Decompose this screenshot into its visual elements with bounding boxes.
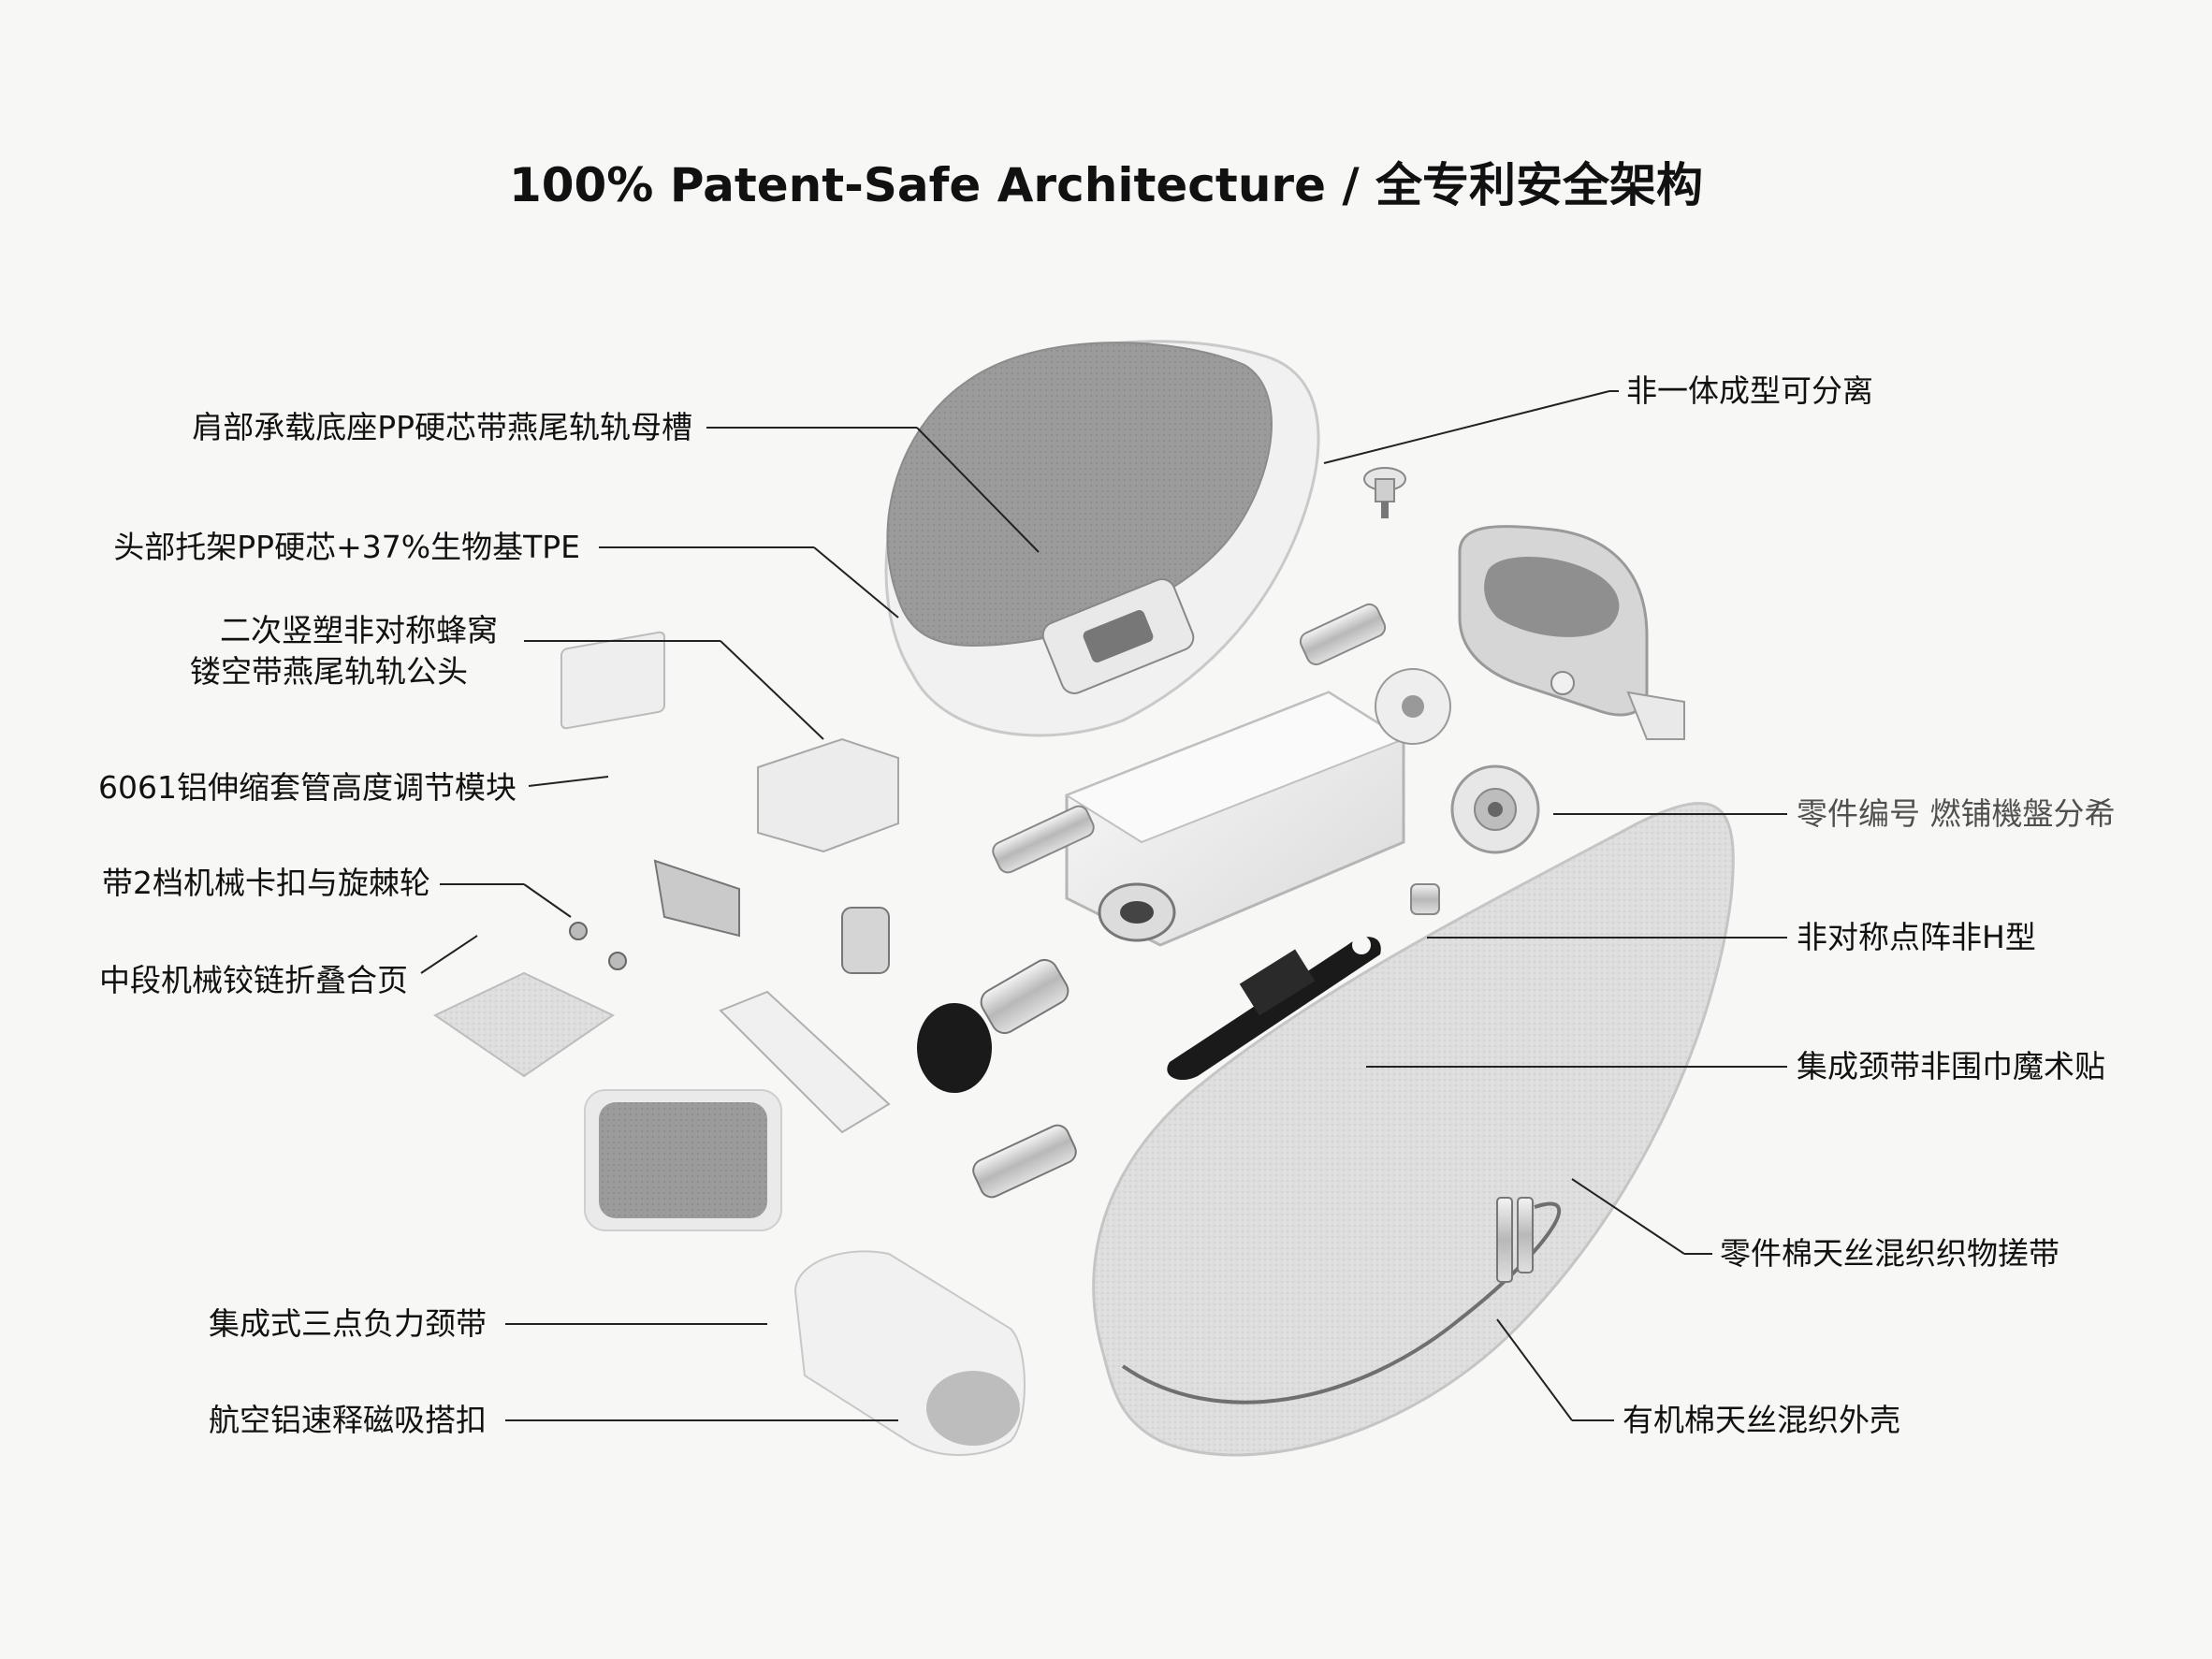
metal-shaft-part xyxy=(980,958,1070,1035)
label-ratchet: 带2档机械卡扣与旋棘轮 xyxy=(102,865,430,901)
washer-part xyxy=(1450,764,1540,854)
honeycomb-male-rail xyxy=(757,737,899,853)
foam-pad-core xyxy=(599,1102,767,1218)
label-neck-strap: 集成式三点负力颈带 xyxy=(209,1305,487,1342)
small-screw-part xyxy=(1363,467,1406,518)
leader-r5-diag xyxy=(1571,1178,1685,1255)
ratchet-housing-part xyxy=(653,859,740,938)
label-integrated-neck-strap: 集成颈带非围巾魔术贴 xyxy=(1797,1048,2105,1084)
small-pin-part xyxy=(1410,883,1440,915)
label-separable: 非一体成型可分离 xyxy=(1626,372,1873,409)
label-hinge: 中段机械铰链折叠合页 xyxy=(99,962,408,998)
label-outer-shell: 有机棉天丝混织外壳 xyxy=(1623,1402,1900,1438)
leader-l4 xyxy=(528,776,609,787)
label-magnetic-buckle: 航空铝速释磁吸搭扣 xyxy=(209,1402,487,1438)
shoulder-cradle-part xyxy=(1458,525,1685,740)
outer-shell-pillow xyxy=(1092,801,1735,1457)
black-knob-part xyxy=(917,1003,992,1093)
label-asymmetric-lattice: 非对称点阵非H型 xyxy=(1797,919,2036,955)
label-fabric-strap: 零件棉天丝混织织物搓带 xyxy=(1720,1235,2059,1272)
label-honeycomb-line1: 二次竖塑非对称蜂窝 xyxy=(220,612,498,648)
label-head-bracket: 头部托架PP硬芯+37%生物基TPE xyxy=(113,529,580,565)
leader-l5-diag xyxy=(523,883,572,918)
label-shoulder-base: 肩部承载底座PP硬芯带燕尾轨轨母槽 xyxy=(192,409,692,445)
telescopic-module xyxy=(992,603,1451,947)
leader-l3-diag xyxy=(720,640,824,740)
neck-strap-sleeve-opening xyxy=(926,1371,1020,1446)
leader-r1-diag xyxy=(1323,390,1610,464)
page-title: 100% Patent-Safe Architecture / 全专利安全架构 xyxy=(508,158,1704,212)
label-telescopic-module: 6061铝伸缩套管高度调节模块 xyxy=(98,769,517,806)
leader-l1-diag xyxy=(916,427,1040,553)
hinge-channel-part xyxy=(719,990,891,1134)
leader-l2-diag xyxy=(813,546,899,618)
leader-r6-diag xyxy=(1496,1318,1573,1421)
leader-lines xyxy=(420,390,1787,1421)
black-buckle-part xyxy=(1167,936,1381,1081)
leader-l6 xyxy=(420,935,478,974)
hinge-fabric-pad xyxy=(432,971,616,1078)
magnetic-buckle-pin xyxy=(972,1124,1077,1199)
head-rest-pillow xyxy=(884,340,1320,737)
ratchet-bolt-b xyxy=(608,952,627,970)
label-honeycomb-line2: 镂空带燕尾轨轨公头 xyxy=(190,653,468,690)
label-part-number: 零件编号 燃铺機盤分希 xyxy=(1797,795,2116,832)
aluminum-slider-block xyxy=(560,631,665,730)
ratchet-bolt-a xyxy=(569,922,588,940)
knob-cylinder-part xyxy=(841,907,890,974)
